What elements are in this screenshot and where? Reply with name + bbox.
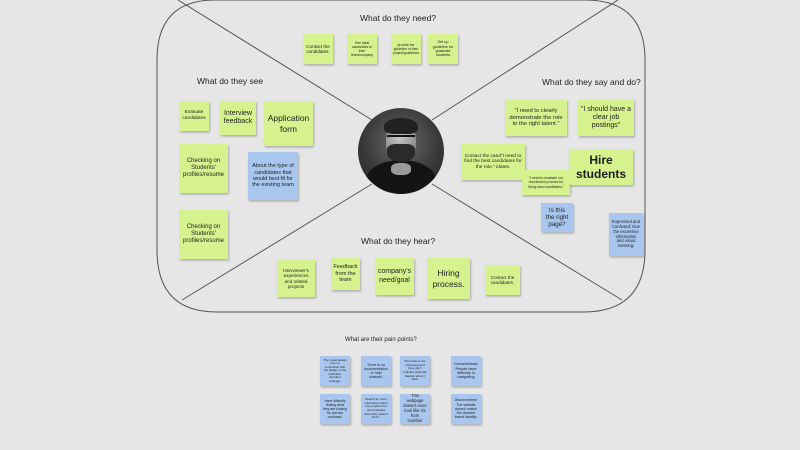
heading-need: What do they need?: [360, 13, 437, 23]
sticky-note[interactable]: "I need to clearly demonstrate the role …: [505, 100, 567, 136]
sticky-note[interactable]: Application form: [264, 101, 313, 146]
avatar-hands: [391, 163, 411, 175]
sticky-note[interactable]: Contact the candidates.: [303, 34, 333, 64]
avatar-hair: [384, 118, 418, 134]
sticky-note[interactable]: company's need/goal: [375, 258, 414, 295]
sticky-note[interactable]: Hire ideal candidates to their team/comp…: [347, 34, 377, 64]
sticky-note[interactable]: Interview feedback: [220, 101, 256, 135]
sticky-note[interactable]: There is no documentation or help channe…: [361, 356, 391, 386]
sticky-note[interactable]: Set up guideline for graduate students: [428, 34, 458, 64]
divider-bottom-right: [431, 183, 623, 301]
sticky-note[interactable]: Hiring process.: [427, 258, 470, 299]
persona-avatar: [358, 108, 444, 194]
sticky-note[interactable]: Expressed and Confused: Due the excessiv…: [609, 213, 643, 256]
sticky-note[interactable]: Overwhelmed: People have difficulty in n…: [451, 356, 481, 386]
sticky-note[interactable]: About the type of candidates that would …: [248, 152, 298, 200]
sticky-note[interactable]: Evaluate candidates: [179, 101, 209, 131]
sticky-note[interactable]: Contact the cand"I need to find the best…: [461, 144, 525, 180]
heading-say-do: What do they say and do?: [542, 77, 641, 87]
sticky-note[interactable]: "I need to evaluate our recruitment proc…: [522, 170, 570, 195]
divider-bottom-left: [181, 183, 373, 301]
heading-pain-points: What are their pain points?: [345, 337, 417, 343]
sticky-note[interactable]: Checking on Students' profiles/resume: [179, 144, 228, 193]
heading-hear: What do they hear?: [361, 236, 436, 246]
sticky-note[interactable]: Interviewer's experiences and related pr…: [277, 260, 315, 297]
sticky-note[interactable]: The visual design has no connection with…: [320, 356, 350, 386]
sticky-note[interactable]: Hire students: [569, 149, 633, 185]
divider-top-left: [177, 0, 373, 121]
sticky-note[interactable]: "I should have a clear job postings": [578, 100, 634, 136]
sticky-note[interactable]: provide the guideline of their project/g…: [391, 34, 421, 64]
sticky-note[interactable]: Contact the candidates.: [485, 265, 520, 295]
sticky-note[interactable]: Disconnected: The website doesn't match …: [451, 394, 481, 424]
avatar-beard: [387, 144, 415, 162]
sticky-note[interactable]: Is this the right page?: [541, 203, 573, 232]
sticky-note[interactable]: Have difficulty finding what they are lo…: [320, 394, 350, 424]
sticky-note[interactable]: The buttons are confusing and they don't…: [400, 356, 430, 386]
sticky-note[interactable]: Feedback from the team: [331, 258, 360, 290]
heading-see: What do they see: [197, 76, 264, 86]
sticky-note[interactable]: This webpage doesn't even look like it's…: [400, 394, 430, 424]
frame-outline: [156, 0, 646, 313]
avatar-glasses: [387, 135, 415, 143]
sticky-note[interactable]: Checking on Students' profiles/resume: [179, 210, 228, 259]
divider-top-right: [431, 0, 619, 121]
sticky-note[interactable]: Search for more information about the pr…: [361, 394, 391, 424]
